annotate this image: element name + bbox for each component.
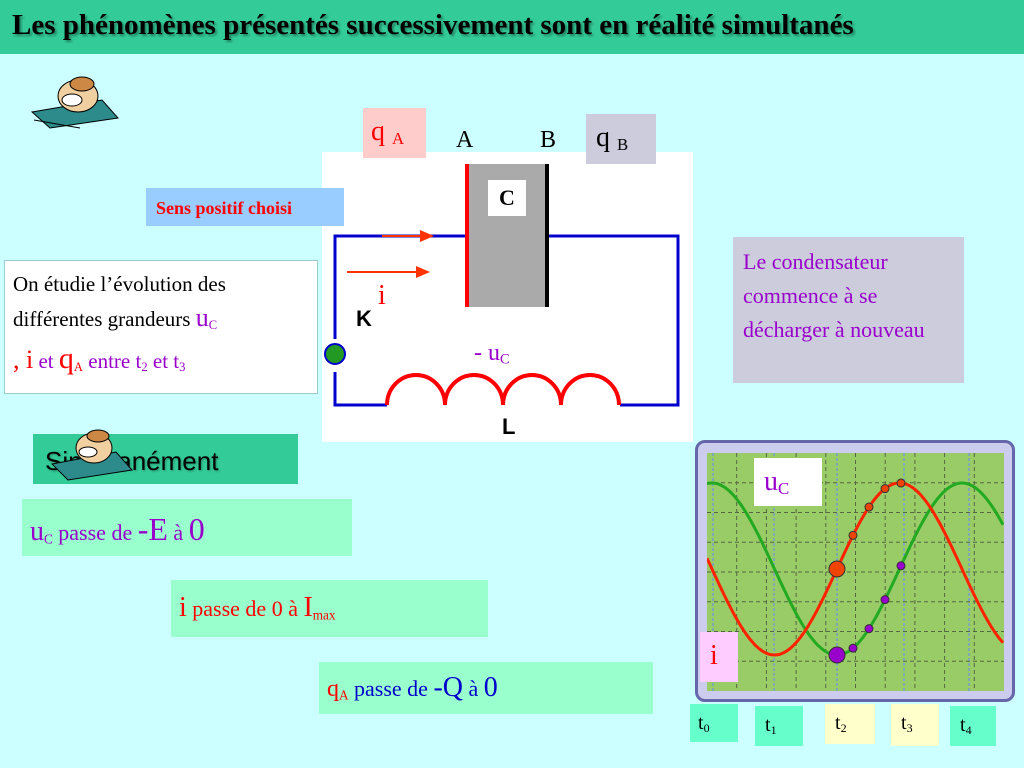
left-panel-entre: entre [88,349,131,374]
thinker-icon [20,70,120,130]
left-panel-line1: On étudie l’évolution des [13,272,226,296]
i-row-passe: passe de [192,596,267,621]
left-panel-q-sub: A [73,360,83,375]
curve-marker-dot [828,560,846,578]
left-panel-line2: différentes grandeurs uC [13,301,317,342]
t0-symbol: t [698,712,704,734]
curve-marker-dot [896,478,906,488]
left-panel-u-sub: C [208,318,218,333]
title-bar [0,0,1024,54]
left-panel-et1: et [38,349,54,374]
qa-row-to: 0 [483,672,498,703]
uc-minus-symbol: - u [474,340,500,366]
qa-subscript: A [392,129,405,149]
qa-row-sub: A [339,687,349,703]
uc-circuit-label: - uC [474,340,510,369]
i-row-from: 0 [271,596,283,621]
current-label: i [378,280,386,311]
curve-marker-dot [848,643,858,653]
sens-positif-label: Sens positif choisi [156,198,293,218]
left-panel-et2: et t [152,349,180,374]
plate-b-label: B [540,127,557,153]
scope-uc-label-box: uC [754,458,822,506]
scope-uc-symbol: u [764,466,778,497]
uc-row-to: 0 [188,511,205,547]
left-panel-line3: , i et qA entre t2 et t3 [13,342,317,384]
left-panel-t3-sub: 3 [179,360,186,375]
time-label-t1: t1 [755,706,803,746]
scope-i-symbol: i [710,640,718,671]
capacitor-label: C [488,180,526,216]
qb-symbol: q [596,122,610,153]
t2-symbol: t [835,712,841,734]
left-panel: On étudie l’évolution des différentes gr… [4,260,318,394]
t3-subscript: 3 [906,721,913,735]
qa-row-passe: passe de [354,676,428,701]
curve-marker-dot [880,484,890,494]
oscilloscope-svg [707,453,1004,691]
uc-row-u: u [30,516,44,547]
left-panel-i: , i [13,345,34,375]
uc-row-text: uC passe de -E à 0 [30,511,205,548]
qa-label-box: q A [363,108,426,158]
curve-marker-dot [828,646,846,664]
left-panel-t2-sub: 2 [141,360,148,375]
qa-symbol: q [371,116,385,147]
left-panel-text: différentes grandeurs [13,307,191,331]
i-row-to: I [303,592,313,623]
t4-symbol: t [960,714,966,736]
t3-symbol: t [901,712,907,734]
discharge-note: Le condensateur commence à se décharger … [733,237,964,383]
qa-row-q: q [327,676,339,702]
left-panel-q: q [58,342,74,376]
i-row-a: à [288,596,298,621]
curve-marker-dot [864,624,874,634]
left-panel-t2: t [135,349,142,374]
t0-subscript: 0 [703,721,710,735]
i-row-to-sub: max [312,607,336,623]
uc-row-sub: C [44,531,53,547]
qa-row-a: à [468,676,479,701]
i-row: i passe de 0 à Imax [171,580,488,637]
curve-marker-dot [880,595,890,605]
qb-subscript: B [617,135,629,155]
uc-row: uC passe de -E à 0 [22,499,352,556]
i-row-i: i [179,592,187,623]
curve-marker-dot [848,530,858,540]
qa-row-from: -Q [433,672,463,703]
curve-marker-dot [864,502,874,512]
qb-label-box: q B [586,114,656,164]
time-label-t2: t2 [825,704,875,744]
sens-positif-box: Sens positif choisi [146,188,344,226]
scope-uc-subscript: C [778,479,790,499]
left-panel-u: u [195,303,209,332]
page-title: Les phénomènes présentés successivement … [12,9,854,41]
inductor-label: L [502,414,516,439]
time-label-t0: t0 [690,704,738,742]
t4-subscript: 4 [965,723,972,737]
time-label-t4: t4 [950,706,996,746]
i-row-text: i passe de 0 à Imax [179,592,336,624]
t1-symbol: t [765,714,771,736]
uc-row-from: -E [137,511,168,547]
t1-subscript: 1 [770,723,777,737]
uc-circuit-subscript: C [500,351,510,368]
qa-row: qA passe de -Q à 0 [319,662,653,714]
oscilloscope-screen [707,453,1004,691]
t2-subscript: 2 [840,721,847,735]
switch-label: K [356,306,372,331]
uc-row-passe: passe de [58,520,133,545]
thinker-icon-small [46,424,136,484]
qa-row-text: qA passe de -Q à 0 [327,672,498,704]
time-label-t3: t3 [891,704,939,746]
circuit-area [322,152,693,442]
plate-a-label: A [456,127,474,153]
uc-row-a: à [173,520,184,545]
curve-marker-dot [896,561,906,571]
scope-i-label-box: i [700,632,738,682]
